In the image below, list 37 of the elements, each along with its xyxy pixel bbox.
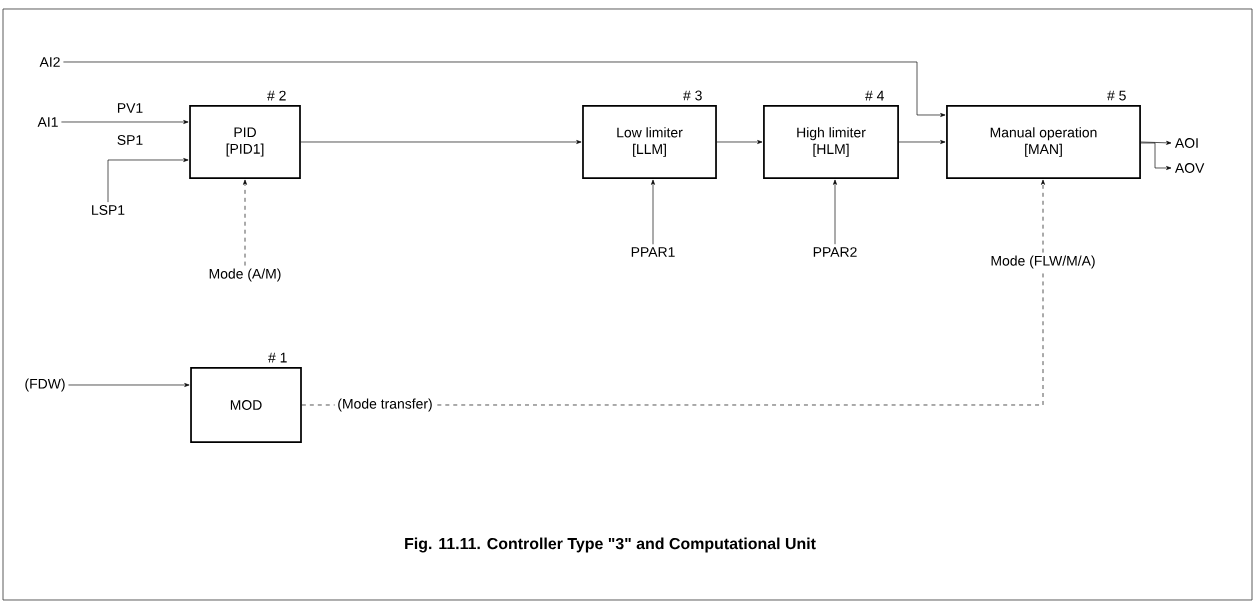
signal-label: Mode (FLW/M/A) (991, 255, 1095, 269)
edge-label: PV1 (114, 100, 146, 116)
block-number: # 1 (268, 352, 287, 363)
edge-label: SP1 (114, 132, 146, 148)
arrow (898, 140, 946, 144)
arrow (61, 120, 189, 124)
signal-label: LSP1 (92, 205, 125, 215)
figure-caption: Fig. 11.11. Controller Type "3" and Computational Unit (405, 537, 816, 553)
arrow (107, 158, 189, 203)
signal-label: AI1 (37, 117, 58, 127)
arrow (243, 179, 247, 266)
function-box: Low limiter [LLM] (582, 105, 717, 179)
block-number: # 5 (1107, 90, 1126, 101)
block-number: # 3 (683, 90, 702, 101)
block-number: # 2 (267, 90, 286, 101)
signal-label: AOV (1174, 163, 1205, 173)
arrow (63, 61, 946, 117)
function-box: Manual operation [MAN] (946, 105, 1141, 179)
signal-label: PPAR1 (631, 247, 675, 257)
signal-label: PPAR2 (813, 247, 857, 257)
edge-label: (Mode transfer) (334, 395, 436, 415)
block-number: # 4 (865, 90, 884, 101)
signal-label: (FDW) (25, 378, 65, 392)
arrow (1140, 142, 1172, 170)
arrow (716, 140, 763, 144)
function-box: MOD (190, 367, 302, 443)
signal-label: Mode (A/M) (209, 268, 281, 282)
arrow (833, 179, 837, 245)
arrow (651, 179, 655, 245)
signal-label: AI2 (39, 57, 60, 67)
arrow (1140, 140, 1172, 145)
arrow (1041, 179, 1045, 253)
function-box: PID [PID1] (189, 105, 301, 179)
signal-label: AOI (1174, 138, 1198, 148)
arrow (68, 383, 190, 387)
function-box: High limiter [HLM] (763, 105, 899, 179)
arrow (300, 140, 582, 144)
